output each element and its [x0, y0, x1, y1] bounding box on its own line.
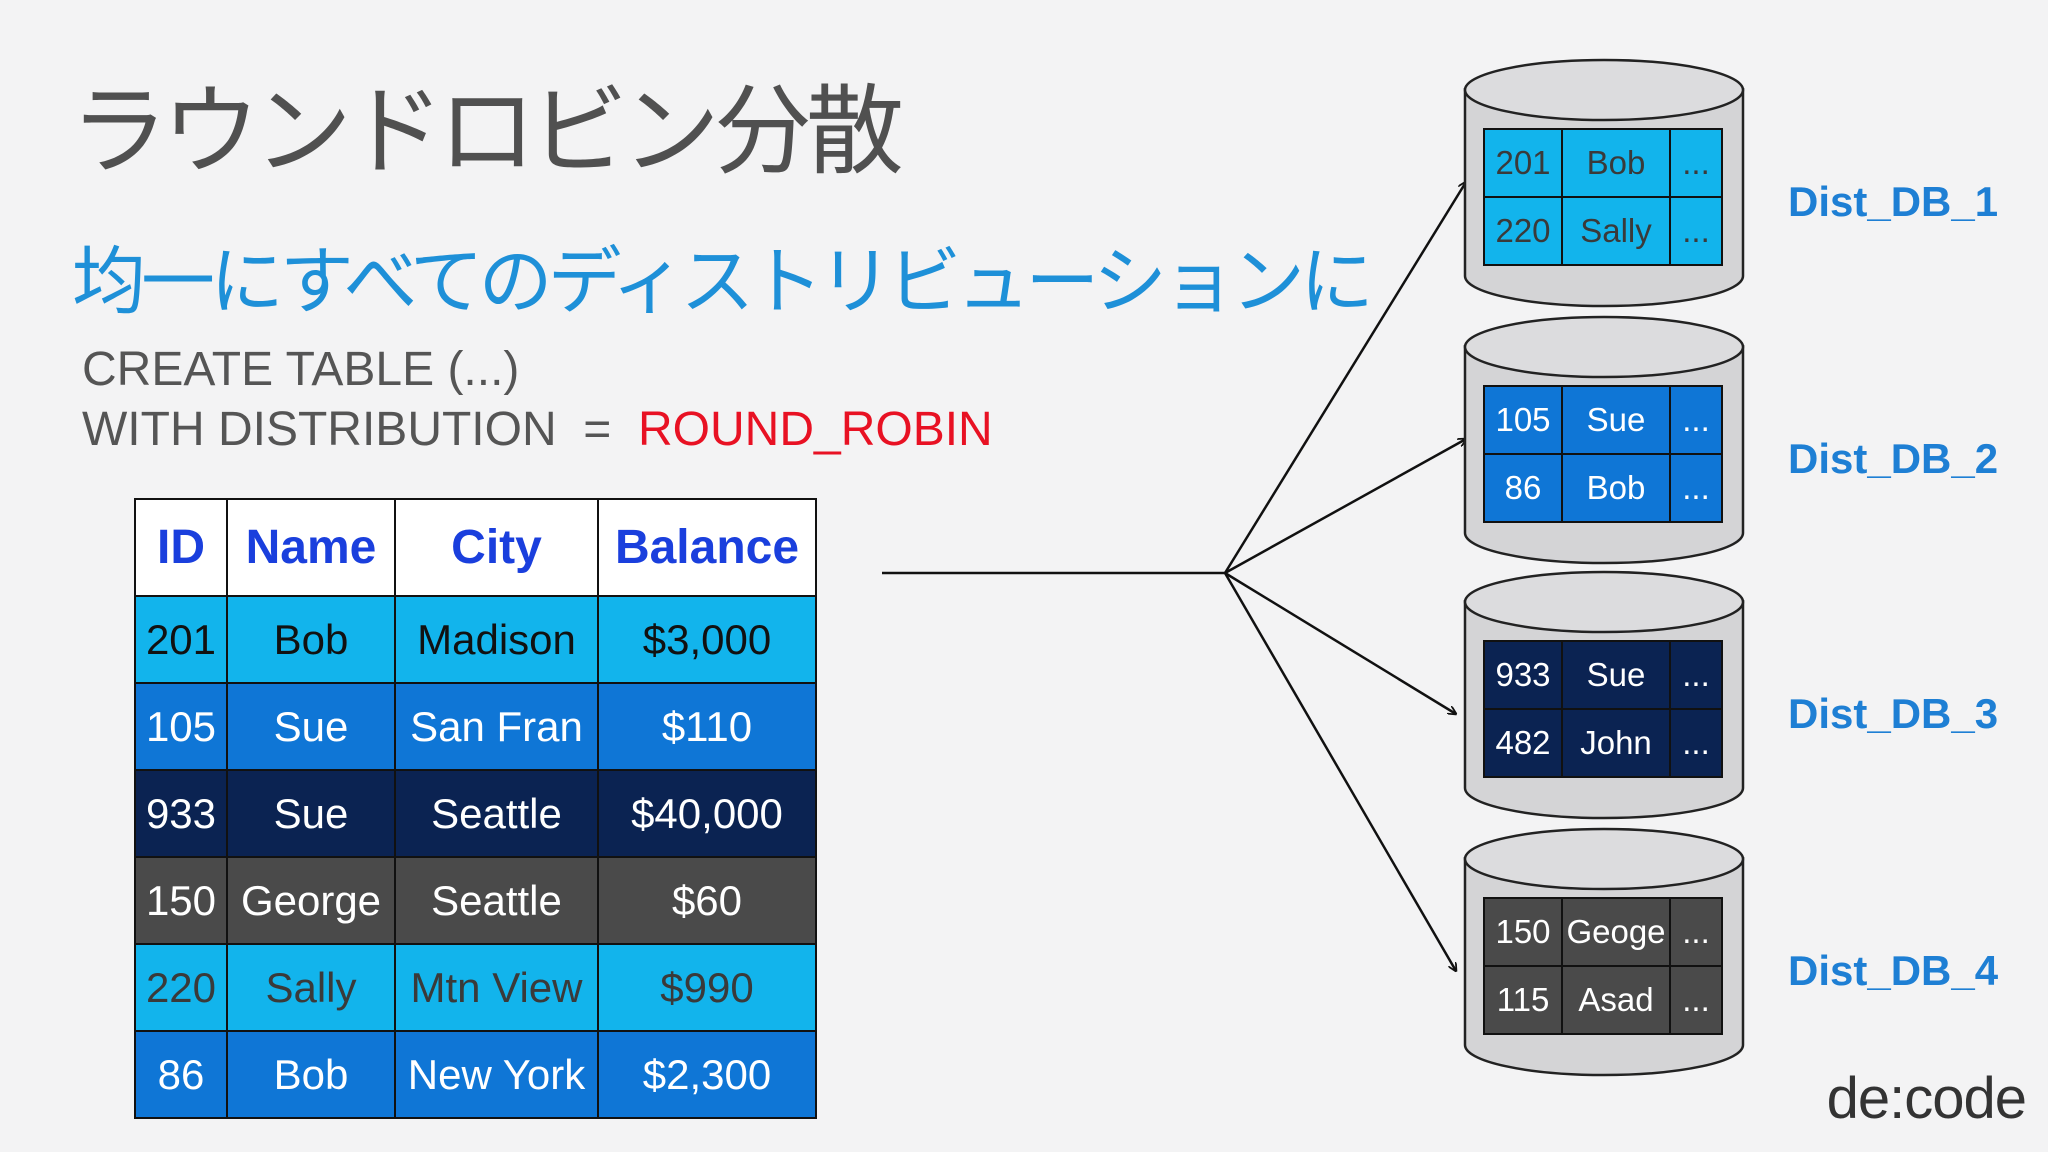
cell-id: 933 — [1483, 640, 1563, 710]
cell-id: 86 — [134, 1030, 228, 1119]
cell-more: ... — [1669, 128, 1723, 198]
cell-name: Bob — [1561, 128, 1671, 198]
cell-name: Bob — [226, 1030, 396, 1119]
header-city: City — [394, 498, 599, 597]
code-line-create-table: CREATE TABLE (...) — [82, 343, 520, 396]
cell-name: Sue — [1561, 385, 1671, 455]
cell-id: 115 — [1483, 965, 1563, 1035]
dist-db-label: Dist_DB_3 — [1788, 690, 1999, 737]
cell-city: Seattle — [394, 856, 599, 945]
cell-more: ... — [1669, 897, 1723, 967]
cell-name: George — [226, 856, 396, 945]
cell-name: Sally — [1561, 196, 1671, 266]
cell-balance: $3,000 — [597, 595, 817, 684]
cell-id: 105 — [1483, 385, 1563, 455]
cell-id: 150 — [134, 856, 228, 945]
cell-name: John — [1561, 708, 1671, 778]
dist-db-label: Dist_DB_4 — [1788, 947, 1999, 994]
slide-title: ラウンドロビン分散 — [70, 75, 904, 189]
code-round-robin-keyword: ROUND_ROBIN — [638, 403, 993, 456]
cell-city: Seattle — [394, 769, 599, 858]
cell-id: 201 — [1483, 128, 1563, 198]
cell-balance: $2,300 — [597, 1030, 817, 1119]
cell-name: Sally — [226, 943, 396, 1032]
table-header-row: ID Name City Balance — [134, 498, 817, 597]
cell-balance: $110 — [597, 682, 817, 771]
dist-db-label: Dist_DB_2 — [1788, 435, 1999, 482]
cell-more: ... — [1669, 965, 1723, 1035]
arrow-to-dist-db-1 — [1223, 182, 1466, 574]
code-line-with-distribution: WITH DISTRIBUTION = ROUND_ROBIN — [82, 402, 993, 457]
cell-more: ... — [1669, 640, 1723, 710]
cell-balance: $990 — [597, 943, 817, 1032]
cell-name: Sue — [226, 682, 396, 771]
cell-city: Madison — [394, 595, 599, 684]
cell-name: Sue — [226, 769, 396, 858]
code-distribution-prefix: WITH DISTRIBUTION = — [82, 403, 639, 456]
cell-name: Bob — [226, 595, 396, 684]
header-id: ID — [134, 498, 228, 597]
cell-id: 86 — [1483, 453, 1563, 523]
cell-balance: $60 — [597, 856, 817, 945]
cell-more: ... — [1669, 453, 1723, 523]
header-name: Name — [226, 498, 396, 597]
cell-id: 933 — [134, 769, 228, 858]
arrow-to-dist-db-4 — [1223, 572, 1456, 971]
dist-db-label: Dist_DB_1 — [1788, 178, 1999, 225]
cell-more: ... — [1669, 385, 1723, 455]
cell-city: San Fran — [394, 682, 599, 771]
cell-id: 201 — [134, 595, 228, 684]
cell-name: Geoge — [1561, 897, 1671, 967]
cell-city: Mtn View — [394, 943, 599, 1032]
cell-more: ... — [1669, 196, 1723, 266]
decode-logo: de:code — [1826, 1066, 2027, 1131]
cell-name: Bob — [1561, 453, 1671, 523]
slide-subtitle: 均一にすべてのディストリビューションに — [72, 239, 1374, 325]
arrow-to-dist-db-2 — [1224, 439, 1466, 575]
cell-id: 220 — [1483, 196, 1563, 266]
cell-id: 105 — [134, 682, 228, 771]
cell-id: 150 — [1483, 897, 1563, 967]
cell-balance: $40,000 — [597, 769, 817, 858]
cell-name: Sue — [1561, 640, 1671, 710]
cell-more: ... — [1669, 708, 1723, 778]
cell-city: New York — [394, 1030, 599, 1119]
cell-id: 220 — [134, 943, 228, 1032]
cell-id: 482 — [1483, 708, 1563, 778]
arrow-to-dist-db-3 — [1224, 571, 1456, 714]
cell-name: Asad — [1561, 965, 1671, 1035]
header-balance: Balance — [597, 498, 817, 597]
